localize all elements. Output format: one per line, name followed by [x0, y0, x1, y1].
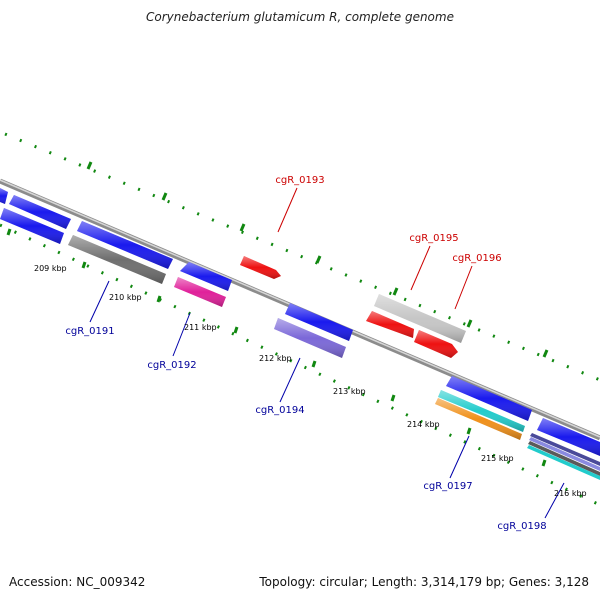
scale-ring-outer	[4, 132, 600, 382]
gene-cyan-1-feature[interactable]	[438, 390, 525, 432]
tick-label-211: 211 kbp	[184, 323, 217, 332]
map-title: Corynebacterium glutamicum R, complete g…	[146, 10, 454, 24]
gene-blue-7-feature[interactable]	[446, 376, 532, 421]
gene-cgR_0196-feature[interactable]	[414, 330, 458, 358]
scale-ring-inner	[0, 223, 600, 507]
leader-cgR_0194	[279, 357, 301, 403]
gene-cgR_0193-feature[interactable]	[240, 256, 281, 279]
leader-cgR_0191	[89, 280, 110, 323]
label-cgR_0191: cgR_0191	[65, 326, 114, 337]
gene-blue-6-feature[interactable]	[285, 303, 353, 341]
label-cgR_0195: cgR_0195	[409, 233, 458, 244]
gene-cgR_0197-feature[interactable]	[435, 398, 522, 440]
gene-blue-3-feature[interactable]	[0, 208, 64, 244]
accession-text: Accession: NC_009342	[9, 575, 146, 589]
tick-label-216: 216 kbp	[554, 489, 587, 498]
scale-labels: 209 kbp 210 kbp 211 kbp 212 kbp 213 kbp …	[34, 264, 587, 498]
tick-label-210: 210 kbp	[109, 293, 142, 302]
gene-blue-5-feature[interactable]	[180, 262, 232, 291]
leader-cgR_0195	[410, 245, 431, 291]
label-cgR_0194: cgR_0194	[255, 405, 304, 416]
leader-cgR_0193	[277, 187, 298, 233]
gene-blue-4-feature[interactable]	[77, 221, 173, 269]
leader-cgR_0192	[172, 312, 191, 357]
label-cgR_0198: cgR_0198	[497, 521, 546, 532]
gene-blue-2-feature[interactable]	[9, 195, 71, 229]
tick-label-212: 212 kbp	[259, 354, 292, 363]
tick-label-215: 215 kbp	[481, 454, 514, 463]
label-cgR_0197: cgR_0197	[423, 481, 472, 492]
label-cgR_0196: cgR_0196	[452, 253, 501, 264]
gene-cgR_0195-feature[interactable]	[374, 294, 466, 343]
leader-cgR_0198	[544, 482, 565, 519]
label-cgR_0192: cgR_0192	[147, 360, 196, 371]
gene-stack-right-feature[interactable]	[527, 433, 600, 480]
tick-label-213: 213 kbp	[333, 387, 366, 396]
gene-cgR_0192-feature[interactable]	[174, 277, 226, 307]
leader-cgR_0197	[449, 435, 470, 479]
major-ticks-inner	[6, 228, 547, 467]
gene-labels: cgR_0193 cgR_0195 cgR_0196 cgR_0191 cgR_…	[65, 175, 546, 532]
label-leaders	[89, 187, 565, 519]
gene-cgR_0195b-feature[interactable]	[366, 311, 414, 338]
leader-cgR_0196	[454, 265, 473, 310]
gene-cgR_0194-feature[interactable]	[274, 318, 346, 358]
tick-label-209: 209 kbp	[34, 264, 67, 273]
gene-blue-1-feature[interactable]	[0, 188, 8, 204]
tick-label-214: 214 kbp	[407, 420, 440, 429]
major-ticks-outer	[86, 161, 549, 358]
label-cgR_0193: cgR_0193	[275, 175, 324, 186]
gene-blue-8-feature[interactable]	[537, 418, 600, 456]
gene-cgR_0191-feature[interactable]	[68, 235, 166, 284]
topology-text: Topology: circular; Length: 3,314,179 bp…	[259, 575, 589, 589]
